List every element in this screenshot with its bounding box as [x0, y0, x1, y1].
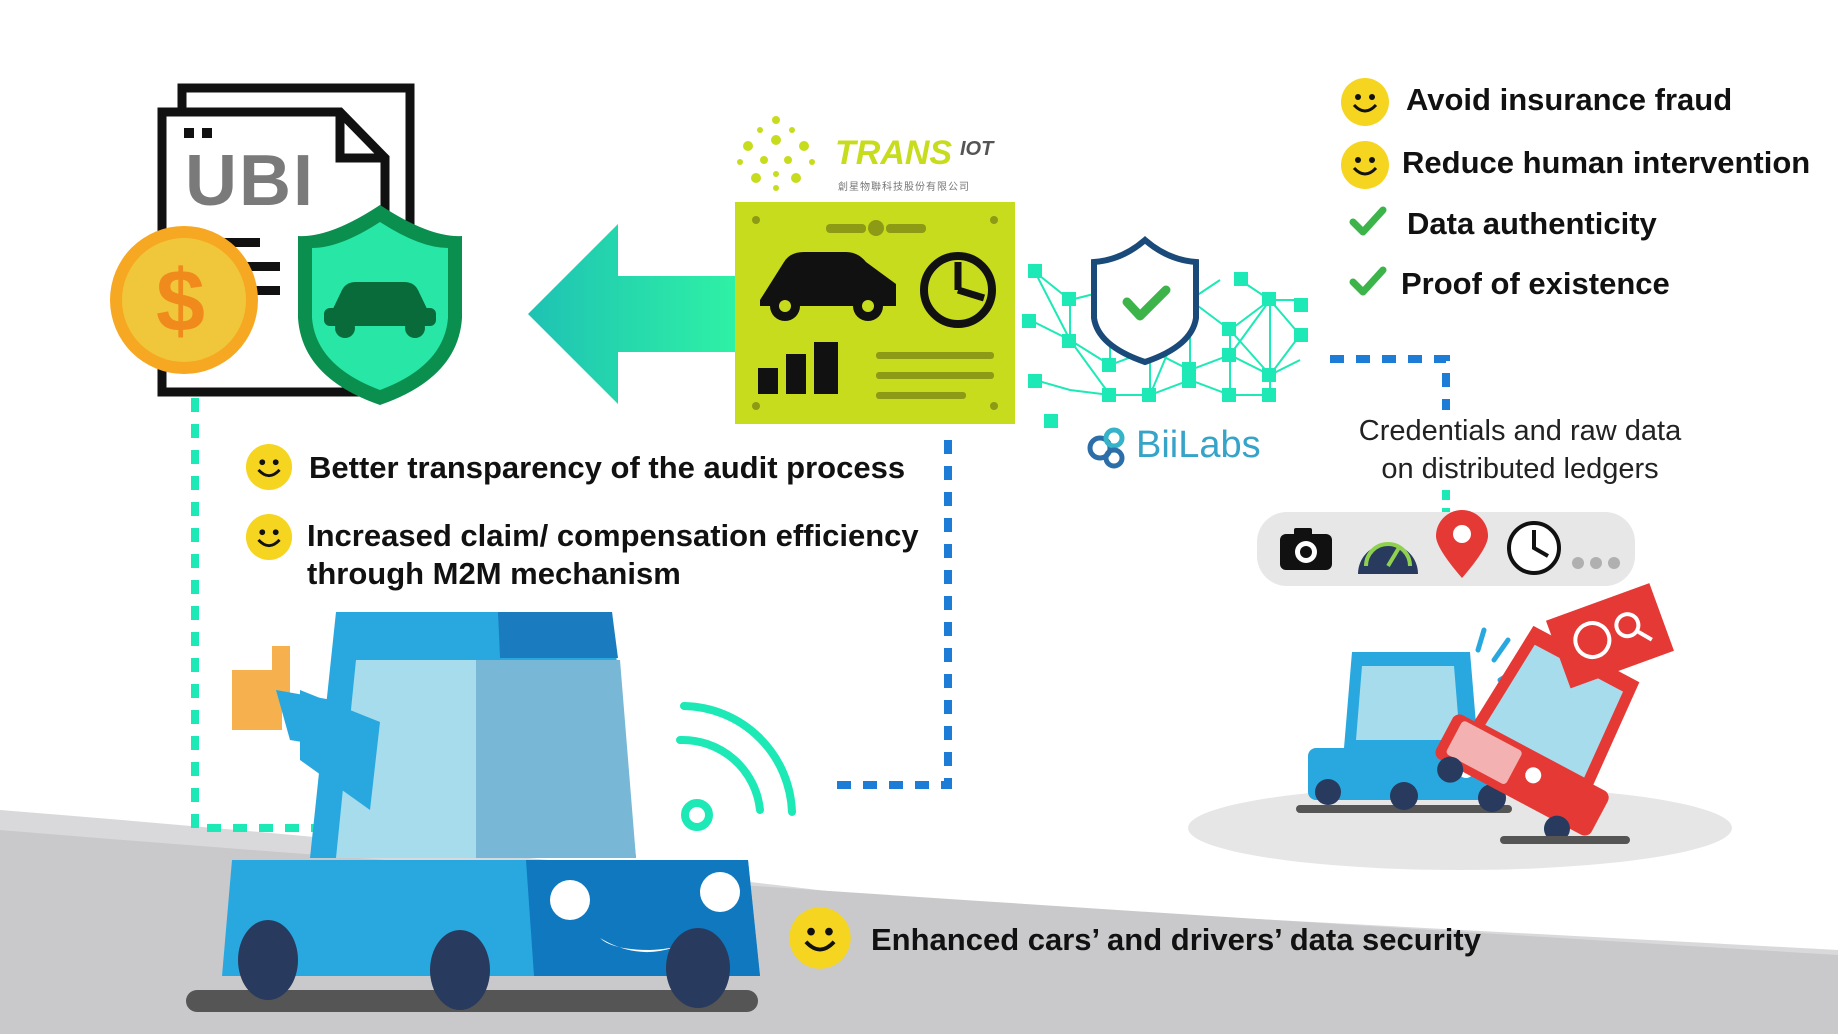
speedometer-icon: [1358, 542, 1418, 574]
brand-tagline: 創星物聯科技股份有限公司: [838, 182, 970, 193]
smile-icon: [245, 443, 293, 491]
iot-device-card: [735, 202, 1015, 424]
thumbs-up-icon: [232, 646, 380, 810]
connector-device-to-car: [825, 440, 952, 789]
credentials-line-1: Credentials and raw data: [1358, 415, 1682, 447]
benefit-reduce-intervention: Reduce human intervention: [1402, 145, 1811, 180]
brand-name: TRANS: [835, 134, 953, 172]
benefit-data-authenticity: Data authenticity: [1407, 206, 1657, 241]
smile-icon: [245, 513, 293, 561]
smile-icon: [1341, 78, 1389, 126]
dollar-sign: $: [156, 251, 205, 350]
coin-icon: [110, 226, 258, 374]
benefit-claim-efficiency-line-1: Increased claim/ compensation efficiency: [307, 518, 919, 553]
credentials-line-2: on distributed ledgers: [1381, 453, 1659, 485]
benefit-data-security: Enhanced cars’ and drivers’ data securit…: [871, 922, 1481, 957]
connector-ledger-to-sensors: [1330, 355, 1450, 410]
check-icon: [1349, 266, 1387, 296]
more-icon: [1572, 557, 1620, 569]
ledger-shield-check-icon: [1091, 236, 1199, 366]
clock-icon: [1507, 521, 1561, 575]
inspection-sign-icon: [1545, 583, 1674, 689]
connector-ubi-to-car: [191, 398, 320, 832]
biilabs-name: BiiLabs: [1136, 424, 1261, 466]
smile-icon: [789, 907, 851, 969]
brand-suffix: IOT: [960, 138, 994, 160]
red-car-shadow: [1500, 836, 1630, 844]
wireless-signal-icon: [676, 702, 796, 831]
ubi-label: UBI: [185, 141, 315, 221]
benefit-proof-of-existence: Proof of existence: [1401, 266, 1670, 301]
benefit-claim-efficiency-line-2: through M2M mechanism: [307, 556, 681, 591]
location-pin-icon: [1436, 510, 1488, 578]
biilabs-logo-icon: [1087, 427, 1125, 469]
camera-icon: [1280, 528, 1332, 570]
shield-car-icon: [298, 205, 462, 405]
data-flow-arrow: [528, 224, 740, 404]
benefit-avoid-fraud: Avoid insurance fraud: [1406, 82, 1733, 117]
benefit-audit-transparency: Better transparency of the audit process: [309, 450, 906, 485]
smile-icon: [1341, 141, 1389, 189]
check-icon: [1349, 206, 1387, 236]
transiot-logo-icon: [737, 116, 815, 191]
connected-car: [186, 612, 760, 1012]
